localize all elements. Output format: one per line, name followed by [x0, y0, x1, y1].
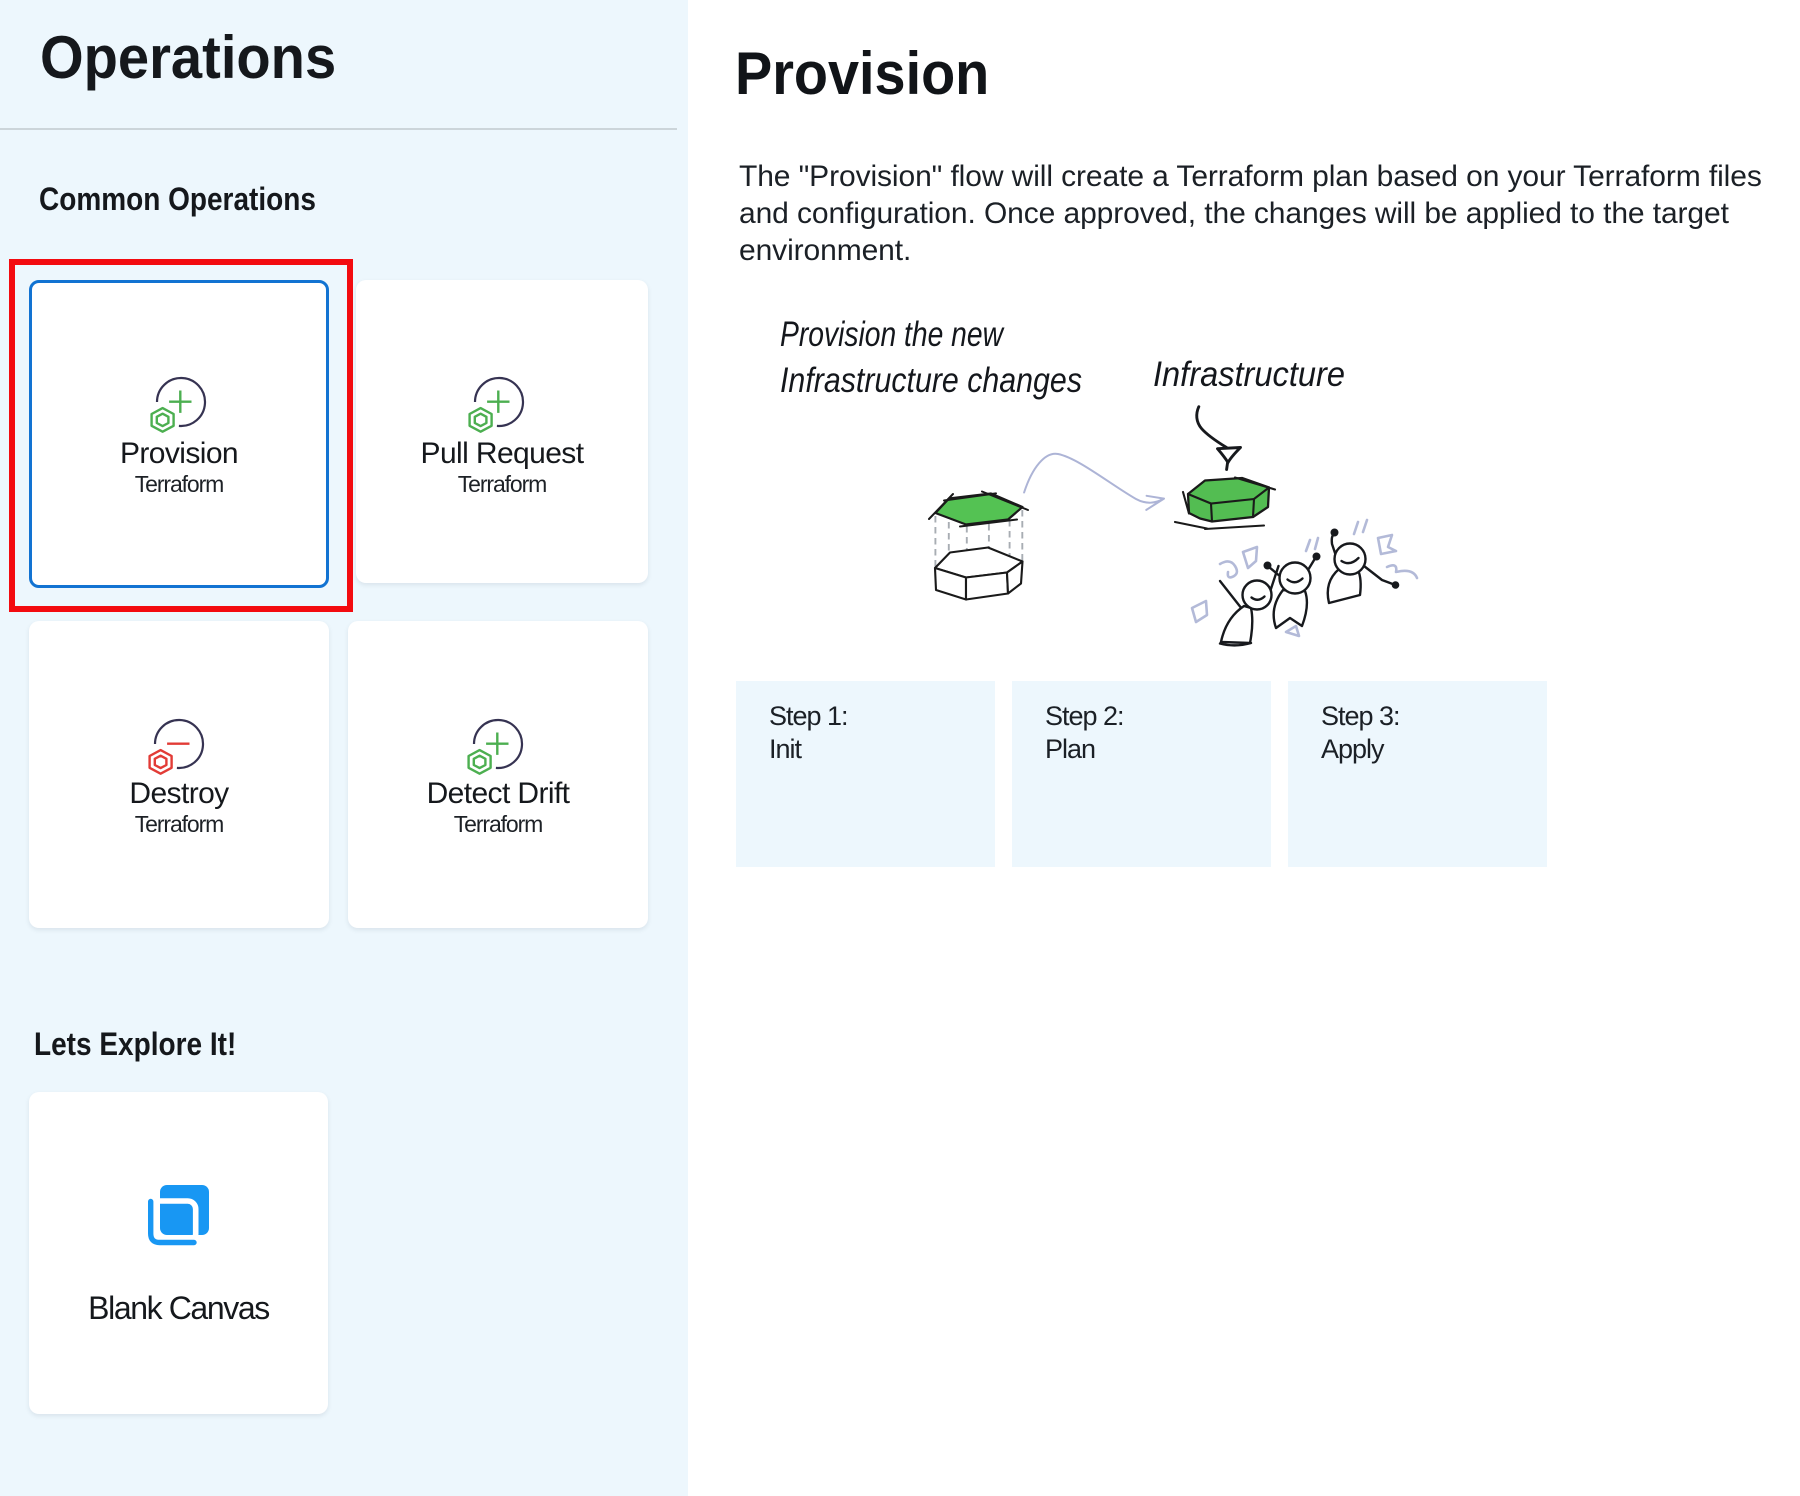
svg-text:Infrastructure changes: Infrastructure changes — [780, 361, 1082, 400]
svg-text:Provision the new: Provision the new — [780, 315, 1005, 354]
svg-text:Infrastructure: Infrastructure — [1153, 355, 1345, 394]
